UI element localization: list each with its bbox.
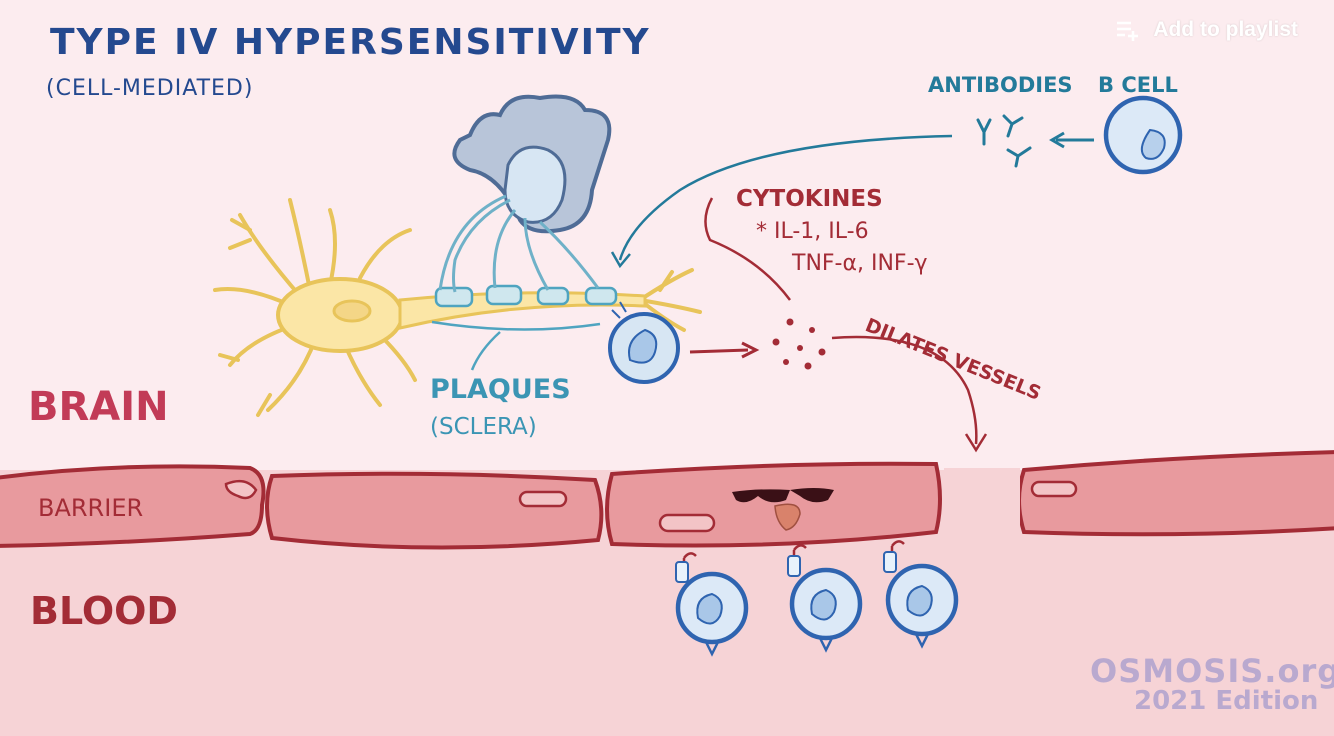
dendrite (328, 208, 337, 287)
cytokines-list-1: * IL-1, IL-6 (756, 219, 869, 244)
page-subtitle: (CELL-MEDIATED) (46, 76, 254, 101)
nucleus (1030, 480, 1078, 498)
antibody-icon (976, 118, 992, 146)
add-to-playlist-label: Add to playlist (1153, 18, 1298, 41)
arrow-antibodies-to-axon (618, 134, 953, 261)
brand-edition: 2021 Edition (1134, 686, 1319, 716)
myelin-plaques (434, 284, 618, 308)
arrow-to-cytokines (689, 348, 749, 354)
dendrite (358, 228, 412, 280)
t-cell (608, 301, 680, 384)
b-cell (1103, 95, 1183, 175)
cytokines-label: CYTOKINES (736, 186, 883, 212)
osmosis-watermark: OSMOSIS.org 2021 Edition (1090, 652, 1334, 716)
sunglasses-icon (732, 489, 790, 503)
barrier-gap (944, 468, 1020, 538)
dendrite (213, 287, 292, 307)
t-cell-blood-2 (787, 544, 863, 653)
dilates-vessels-label: DILATES VESSELS (862, 314, 1044, 405)
barrier-layer (0, 450, 1334, 550)
arrowhead (610, 251, 631, 269)
plaque (536, 286, 570, 306)
dendrite (228, 218, 252, 250)
plaques-pointer (470, 331, 501, 371)
cytokines-list-2: TNF-α, INF-γ (791, 251, 928, 276)
antibody-icon (1006, 146, 1032, 168)
arrowhead (964, 433, 988, 453)
mouth-icon (774, 503, 801, 531)
plaques-bracket (431, 320, 601, 331)
arrowhead (1049, 131, 1065, 149)
arrow-dilates-vessels (831, 335, 978, 445)
antibody-icon (1002, 114, 1024, 138)
nucleus (224, 479, 258, 500)
plaque (485, 284, 523, 306)
cytokine-dots (772, 318, 826, 370)
brain-label: BRAIN (28, 384, 169, 430)
barrier-cell-1 (0, 464, 266, 548)
playlist-add-icon (1117, 21, 1139, 41)
dendrite (266, 338, 317, 412)
plaques-label: PLAQUES (430, 374, 571, 405)
nucleus (518, 490, 568, 508)
sunglasses-icon (790, 488, 834, 503)
sclera-label: (SCLERA) (430, 414, 537, 440)
barrier-label: BARRIER (38, 494, 143, 522)
plaque (584, 286, 618, 306)
arrowhead (741, 341, 760, 359)
add-to-playlist-button[interactable]: Add to playlist (1115, 18, 1298, 42)
t-cell-blood-1 (675, 552, 749, 657)
dendrite (218, 353, 272, 417)
barrier-cell-3 (605, 461, 942, 548)
neuron-nucleus (332, 299, 372, 323)
nucleus (658, 513, 716, 533)
axon-terminal (638, 268, 702, 332)
cytokine-bracket (704, 197, 791, 301)
barrier-cell-2 (265, 471, 604, 550)
dendrite (288, 198, 312, 292)
antibodies-label: ANTIBODIES (928, 73, 1073, 97)
page-title: TYPE IV HYPERSENSITIVITY (50, 22, 651, 63)
brand-name: OSMOSIS.org (1090, 652, 1334, 690)
dendrite (238, 213, 302, 298)
dendrite (343, 343, 382, 407)
antibodies (976, 114, 1032, 168)
barrier-face (732, 488, 834, 531)
macrophage-processes (438, 194, 600, 293)
blood-t-cells (675, 540, 959, 657)
t-cell-blood-3 (883, 540, 959, 649)
barrier-cell-4 (1017, 450, 1334, 537)
barrier-nuclei (224, 479, 1078, 533)
b-cell-label: B CELL (1098, 73, 1178, 97)
blood-label: BLOOD (30, 589, 178, 633)
